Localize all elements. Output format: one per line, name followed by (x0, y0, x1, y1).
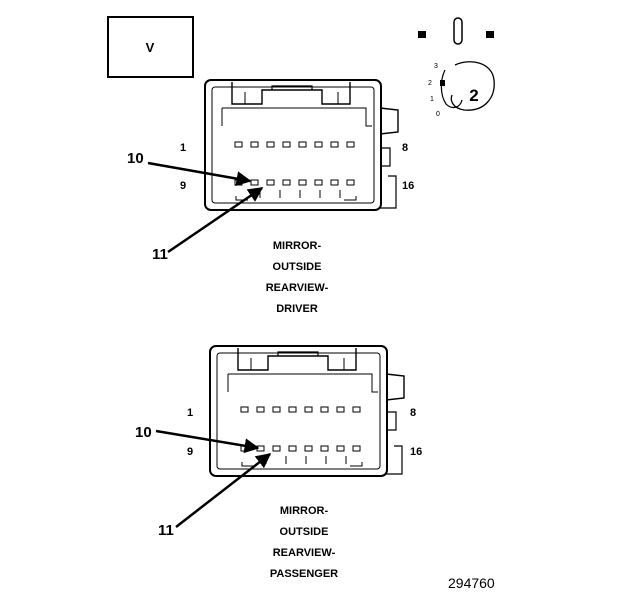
passenger-callout-10-label: 10 (135, 424, 152, 441)
key-legend: 2 3 2 1 0 (418, 17, 495, 118)
driver-pin-8-label: 8 (402, 142, 408, 154)
square-marker-icon (418, 31, 426, 38)
passenger-callout-11-arrow (175, 453, 272, 528)
passenger-title-line-1: MIRROR- (280, 505, 329, 517)
passenger-title-line-4: PASSENGER (270, 568, 338, 580)
key-position-0: 0 (436, 111, 440, 118)
key-position-marker-icon (440, 80, 445, 86)
key-position-2: 2 (428, 80, 432, 87)
passenger-callout-10-arrow (155, 429, 260, 454)
passenger-callout-11-label: 11 (158, 522, 174, 539)
driver-callout-10-label: 10 (127, 150, 144, 167)
key-head-icon (450, 61, 495, 111)
key-position-1: 1 (430, 96, 434, 103)
driver-callout-11-arrow (167, 186, 264, 254)
passenger-connector: 1 8 9 16 10 11 MIRROR- OUTSIDE REARVIEW-… (135, 345, 422, 580)
driver-pin-1-label: 1 (180, 142, 186, 154)
driver-callout-11-label: 11 (152, 246, 168, 263)
passenger-pin-16-label: 16 (410, 446, 422, 458)
key-slot-icon (453, 17, 463, 45)
driver-pin-row-bottom (234, 179, 355, 186)
driver-pin-row-top (234, 141, 355, 148)
key-position-3: 3 (434, 63, 438, 70)
driver-title-line-4: DRIVER (276, 303, 318, 315)
view-box: V (107, 16, 194, 78)
passenger-pin-row-top (240, 406, 361, 413)
passenger-pin-8-label: 8 (410, 407, 416, 419)
figure-number: 294760 (448, 575, 495, 591)
driver-connector: 1 8 9 16 10 11 MIRROR- OUTSIDE REARVIEW-… (127, 79, 414, 315)
driver-title-line-3: REARVIEW- (266, 282, 329, 294)
passenger-title-line-3: REARVIEW- (273, 547, 336, 559)
key-arc-icon (440, 69, 463, 109)
driver-title-line-2: OUTSIDE (273, 261, 322, 273)
view-label: V (146, 40, 155, 55)
driver-pin-16-label: 16 (402, 180, 414, 192)
square-marker-icon (486, 31, 494, 38)
driver-pin-9-label: 9 (180, 180, 186, 192)
driver-callout-10-arrow (147, 161, 252, 187)
driver-title-line-1: MIRROR- (273, 240, 322, 252)
passenger-pin-9-label: 9 (187, 446, 193, 458)
key-number: 2 (469, 86, 478, 105)
passenger-pin-1-label: 1 (187, 407, 193, 419)
passenger-title-line-2: OUTSIDE (280, 526, 329, 538)
